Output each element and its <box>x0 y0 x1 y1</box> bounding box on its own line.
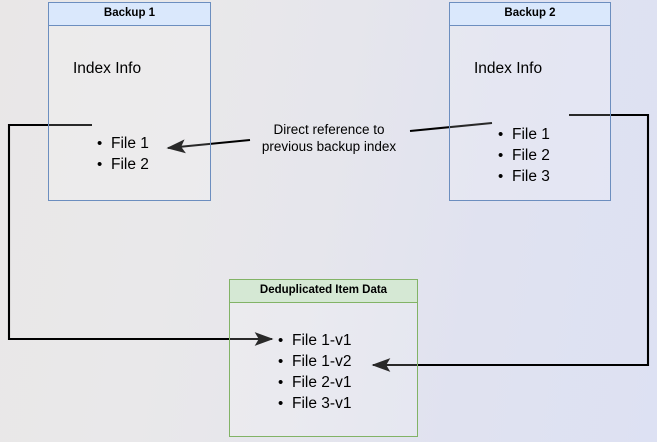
list-item: File 1 <box>97 133 149 154</box>
node-deduplicated-item-data-body: File 1-v1 File 1-v2 File 2-v1 File 3-v1 <box>230 303 417 436</box>
list-item: File 2 <box>97 154 149 175</box>
edge-label-direct-reference: Direct reference to previous backup inde… <box>261 122 397 154</box>
list-item: File 3-v1 <box>278 393 352 414</box>
node-backup-2-title: Backup 2 <box>450 3 610 26</box>
list-item: File 1-v1 <box>278 330 352 351</box>
list-item: File 2 <box>498 145 550 166</box>
node-backup-1-title: Backup 1 <box>49 3 210 26</box>
list-item: File 2-v1 <box>278 372 352 393</box>
dedup-file-list: File 1-v1 File 1-v2 File 2-v1 File 3-v1 <box>276 330 352 414</box>
backup-1-file-list: File 1 File 2 <box>95 133 149 175</box>
list-item: File 1-v2 <box>278 351 352 372</box>
backup-1-index-info-label: Index Info <box>73 60 142 77</box>
list-item: File 1 <box>498 124 550 145</box>
node-deduplicated-item-data[interactable]: Deduplicated Item Data File 1-v1 File 1-… <box>229 279 418 437</box>
node-backup-2-body: Index Info File 1 File 2 File 3 <box>450 26 610 200</box>
node-deduplicated-item-data-title: Deduplicated Item Data <box>230 280 417 303</box>
node-backup-1-body: Index Info File 1 File 2 <box>49 26 210 200</box>
node-backup-1[interactable]: Backup 1 Index Info File 1 File 2 <box>48 2 211 201</box>
node-backup-2[interactable]: Backup 2 Index Info File 1 File 2 File 3 <box>449 2 611 201</box>
backup-2-index-info-label: Index Info <box>474 60 543 77</box>
list-item: File 3 <box>498 166 550 187</box>
backup-2-file-list: File 1 File 2 File 3 <box>496 124 550 187</box>
